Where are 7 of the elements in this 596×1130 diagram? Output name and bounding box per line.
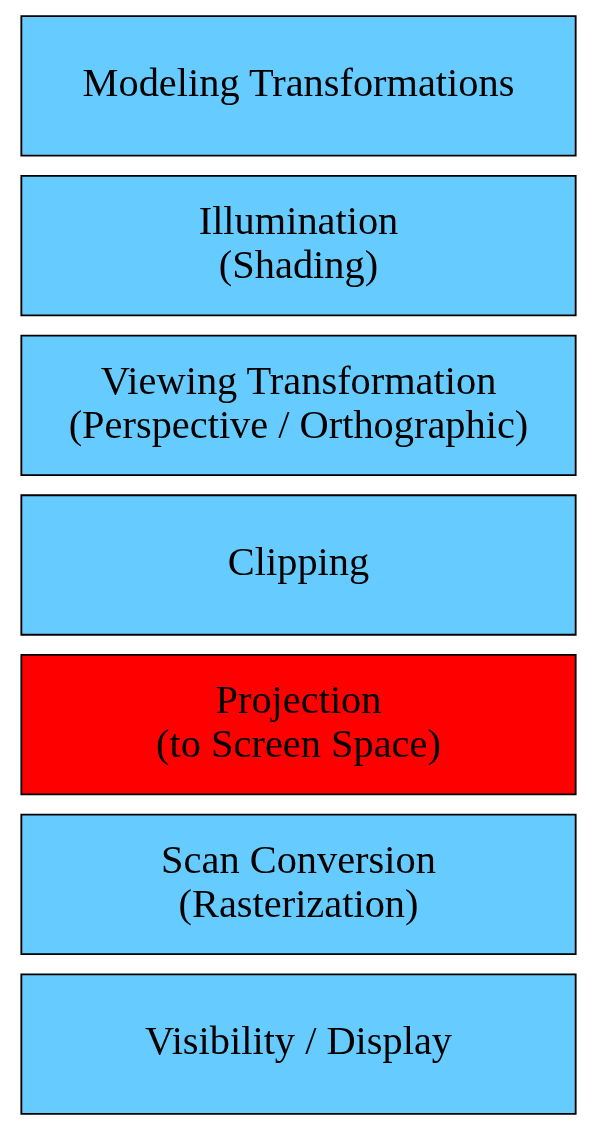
node-box: Visibility / Display [19,973,577,1115]
node-box: Scan Conversion (Rasterization) [19,813,577,956]
node-box: Viewing Transformation (Perspective / Orthographic) [19,334,577,476]
node-box: Clipping [19,494,577,636]
node-box: Modeling Transformations [19,15,577,157]
node-box: Illumination (Shading) [19,174,577,317]
node-box: Projection (to Screen Space) [19,654,577,796]
